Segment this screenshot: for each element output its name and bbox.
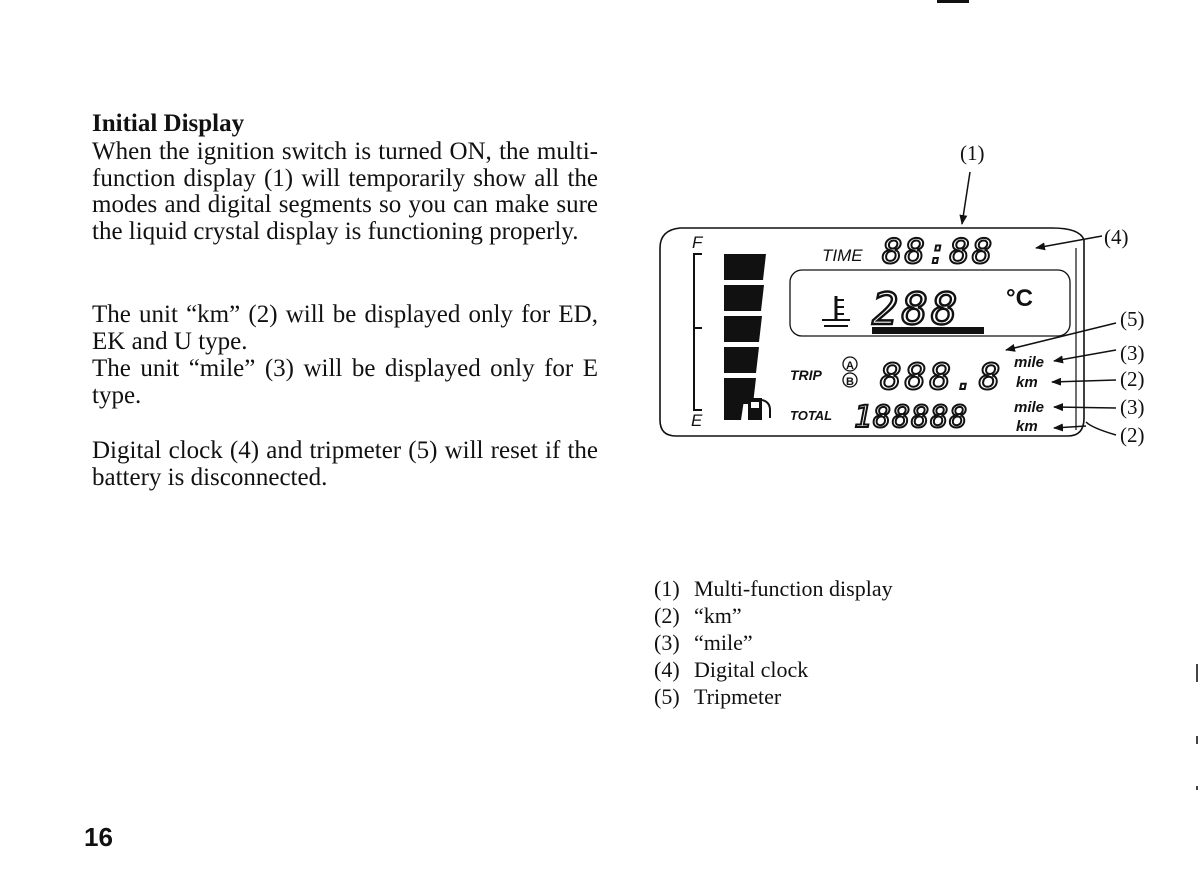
- leader-total-km: [1085, 421, 1117, 436]
- fuel-full-label: F: [692, 233, 704, 252]
- legend-item: (1) Multi-function display: [654, 575, 893, 602]
- legend-label: Digital clock: [694, 657, 809, 682]
- callout-total-mile: (3): [1120, 395, 1145, 419]
- trip-b-indicator: B: [846, 376, 854, 388]
- edge-mark: [1196, 736, 1198, 744]
- legend-number: (4): [654, 657, 680, 682]
- leader-trip-mile: [1053, 349, 1117, 364]
- trip-digits: 888.8: [880, 357, 1003, 398]
- temperature-digits: 288: [872, 284, 960, 335]
- page-number: 16: [84, 822, 113, 852]
- legend-item: (4) Digital clock: [654, 656, 893, 683]
- leader-trip-km: [1051, 377, 1117, 386]
- leader-display: [959, 171, 971, 225]
- legend-label: Tripmeter: [694, 684, 782, 709]
- odometer-digits: 188888: [854, 400, 968, 435]
- temperature-bar: [872, 327, 984, 334]
- fuel-segment: [724, 400, 744, 420]
- multi-function-display-diagram: F E TIME 88:88 288 °C TRIP A B 888.8 mil…: [659, 141, 1145, 447]
- paragraph-km-unit: The unit “km” (2) will be displayed only…: [92, 301, 598, 355]
- edge-mark: [1196, 664, 1198, 682]
- fuel-pump-icon: [748, 398, 771, 420]
- leader-tripmeter: [1005, 322, 1117, 352]
- section-heading: Initial Display: [92, 110, 245, 137]
- figure-legend: (1) Multi-function display (2) “km” (3) “mi…: [654, 575, 893, 710]
- edge-mark: [1196, 786, 1198, 790]
- total-unit-km: km: [1016, 418, 1038, 435]
- top-rule-mark: [937, 0, 969, 3]
- fuel-segment: [724, 347, 759, 373]
- display-frame: [659, 227, 1085, 437]
- fuel-empty-label: E: [691, 411, 703, 430]
- fuel-segment: [724, 316, 762, 342]
- legend-item: (3) “mile”: [654, 629, 893, 656]
- paragraph-initial-display: When the ignition switch is turned ON, t…: [92, 138, 598, 245]
- callout-clock: (4): [1104, 225, 1129, 249]
- trip-unit-mile: mile: [1014, 354, 1044, 371]
- legend-number: (5): [654, 684, 680, 709]
- legend-item: (5) Tripmeter: [654, 683, 893, 710]
- fuel-segment: [724, 285, 764, 311]
- trip-label: TRIP: [790, 367, 823, 383]
- total-unit-mile: mile: [1014, 399, 1044, 416]
- callout-trip-mile: (3): [1120, 341, 1145, 365]
- callout-total-km: (2): [1120, 423, 1145, 447]
- legend-item: (2) “km”: [654, 602, 893, 629]
- total-label: TOTAL: [790, 408, 832, 423]
- paragraph-reset-note: Digital clock (4) and tripmeter (5) will…: [92, 437, 598, 491]
- clock-digits: 88:88: [882, 232, 994, 272]
- temperature-unit: °C: [1006, 285, 1033, 312]
- legend-label: “mile”: [694, 630, 753, 655]
- legend-label: “km”: [694, 603, 742, 628]
- legend-number: (3): [654, 630, 680, 655]
- callout-display: (1): [960, 141, 985, 165]
- paragraph-mile-unit: The unit “mile” (3) will be displayed on…: [92, 355, 598, 409]
- trip-unit-km: km: [1016, 374, 1038, 391]
- legend-number: (2): [654, 603, 680, 628]
- trip-a-indicator: A: [846, 360, 854, 372]
- coolant-temperature-icon: [822, 296, 850, 327]
- time-label: TIME: [822, 246, 863, 265]
- callout-tripmeter: (5): [1120, 307, 1145, 331]
- legend-label: Multi-function display: [694, 576, 893, 601]
- leader-total-mile: [1053, 403, 1117, 412]
- fuel-gauge-bars: [724, 254, 766, 420]
- fuel-segment: [724, 254, 766, 280]
- fuel-segment: [724, 378, 756, 404]
- callout-trip-km: (2): [1120, 367, 1145, 391]
- leader-clock: [1035, 235, 1103, 251]
- temperature-panel: [789, 269, 1071, 337]
- legend-number: (1): [654, 576, 680, 601]
